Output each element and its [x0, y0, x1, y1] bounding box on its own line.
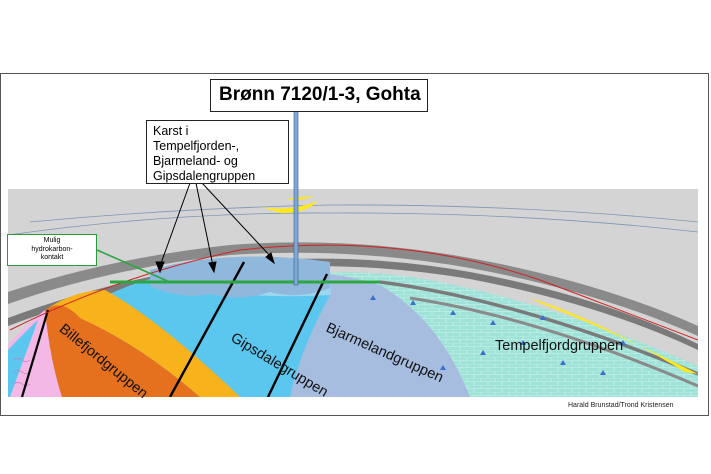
fault-line — [266, 273, 329, 397]
shallow-gas-anomaly — [262, 201, 318, 214]
well-title: Brønn 7120/1-3, Gohta — [210, 79, 428, 112]
credit-text: Harald Brunstad/Trond Kristensen — [568, 402, 674, 409]
tempelfjord-bed — [379, 280, 698, 376]
overburden-reflector — [8, 212, 698, 236]
tempelfjord-bed — [409, 296, 698, 388]
pink-squiggle — [13, 358, 31, 386]
karst-callout-line: Tempelfjorden-, — [153, 139, 240, 153]
yellow-reservoir — [530, 298, 698, 374]
shallow-gas-anomaly — [286, 196, 314, 200]
blue-basement — [8, 320, 38, 397]
karst-arrows — [155, 182, 275, 274]
anhydrite-symbols — [370, 295, 626, 375]
overburden-reflector — [29, 204, 698, 223]
well-bore — [293, 109, 299, 286]
fault-line — [168, 261, 246, 397]
contact-callout-line: kontakt — [40, 254, 64, 261]
fault-line — [20, 309, 50, 397]
contact-callout-line: Mulig — [43, 237, 61, 244]
karst-zone — [150, 256, 330, 298]
karst-callout-line: Karst i — [153, 124, 189, 138]
contact-pointer — [96, 249, 173, 284]
billefjord-orange — [45, 305, 200, 397]
karst-callout-line: Bjarmeland- og — [153, 154, 238, 168]
billefjord-yellow — [45, 290, 240, 397]
karst-callout: Karst i Tempelfjorden-, Bjarmeland- og G… — [146, 120, 289, 184]
karst-callout-line: Gipsdalengruppen — [153, 169, 256, 183]
contact-callout-line: hydrokarbon- — [31, 245, 73, 253]
tempelfjord-label: Tempelfjordgruppen — [495, 338, 624, 354]
hydrocarbon-contact-callout: Mulig hydrokarbon- kontakt — [7, 234, 97, 266]
